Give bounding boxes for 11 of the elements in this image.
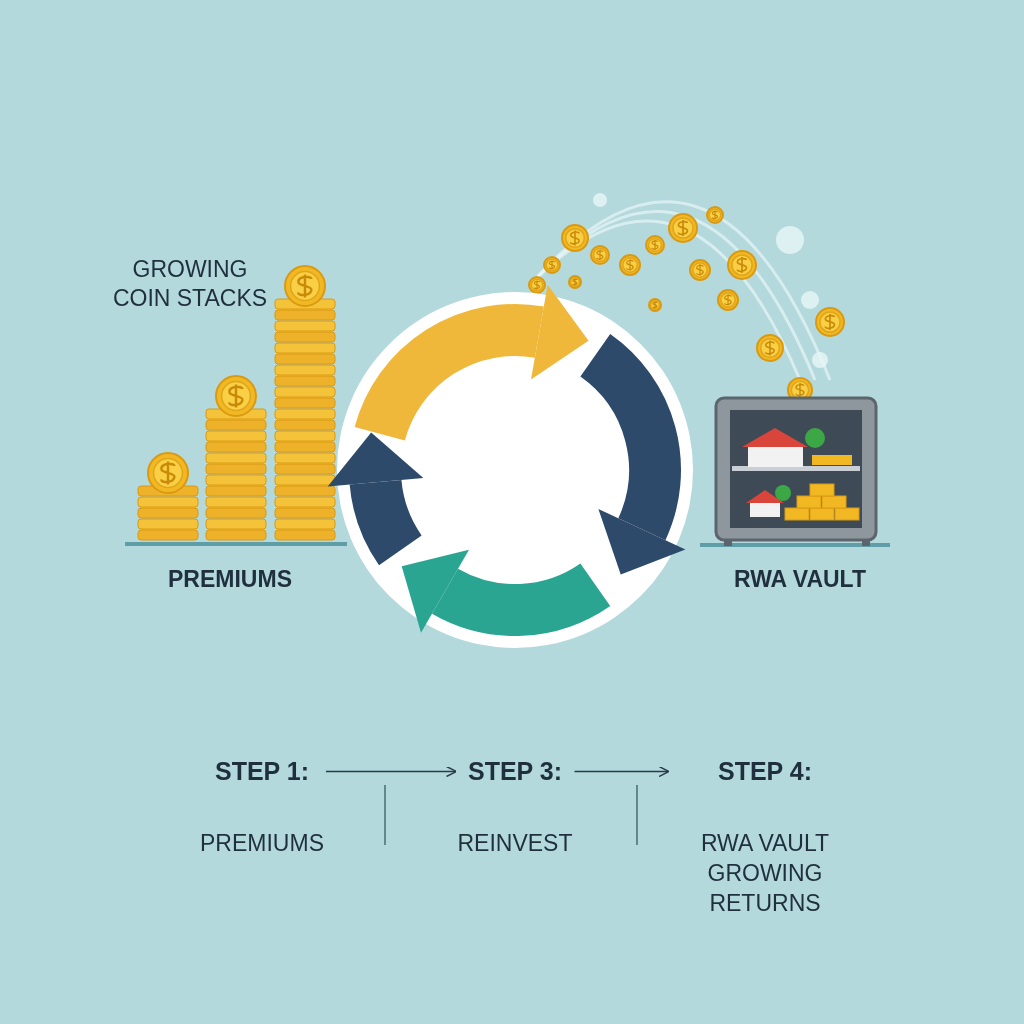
step-heading: STEP 1:	[214, 757, 310, 786]
step-heading: STEP 4:	[717, 757, 813, 786]
arrow	[325, 765, 458, 778]
step-text: PREMIUMS	[200, 829, 324, 858]
arrow	[573, 765, 670, 778]
step-heading: STEP 3:	[467, 757, 563, 786]
vault-label: RWA VAULT	[733, 565, 867, 594]
step-text: REINVEST	[457, 829, 573, 858]
coin-stacks-label: GROWING COIN STACKS	[111, 255, 269, 313]
step-text: RWA VAULT GROWING RETURNS	[699, 829, 831, 918]
premiums-label: PREMIUMS	[167, 565, 293, 594]
